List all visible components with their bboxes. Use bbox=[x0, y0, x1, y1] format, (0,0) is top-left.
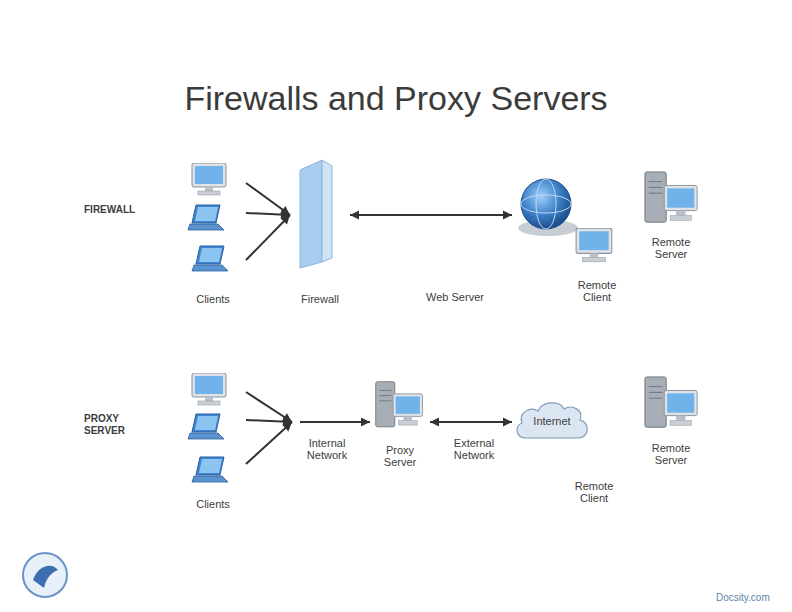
node-label: Clients bbox=[183, 293, 243, 305]
node-label: Remote Client bbox=[575, 279, 620, 303]
internet-cloud: Internet bbox=[512, 396, 592, 446]
connector bbox=[430, 418, 512, 427]
edge-label: External Network bbox=[444, 437, 504, 461]
proxy-server: Proxy Server bbox=[370, 378, 430, 468]
edge-label: Internal Network bbox=[298, 437, 356, 461]
arrow-head bbox=[282, 413, 370, 431]
node-label: Remote Client bbox=[572, 480, 617, 504]
client-group: Clients bbox=[180, 370, 246, 510]
laptop-icon bbox=[192, 246, 228, 271]
node-label: Remote Server bbox=[646, 236, 696, 260]
node-label: Remote Server bbox=[646, 442, 696, 466]
connector bbox=[246, 183, 290, 260]
logo-ring bbox=[23, 553, 67, 597]
remote-server: Remote Server bbox=[636, 374, 706, 466]
desktop-icon bbox=[192, 373, 226, 405]
laptop-icon bbox=[188, 205, 224, 230]
connector-line bbox=[246, 392, 370, 464]
server-icon bbox=[645, 172, 697, 222]
desktop-icon bbox=[576, 228, 612, 262]
globe-ring bbox=[521, 195, 571, 213]
watermark: Docsity.com bbox=[716, 592, 786, 603]
row-label: PROXY SERVER bbox=[84, 413, 136, 437]
node-label: Clients bbox=[183, 498, 243, 510]
connector-line bbox=[246, 183, 290, 260]
node-label: Proxy Server bbox=[378, 444, 423, 468]
firewall-slab bbox=[300, 160, 322, 268]
desktop-icon bbox=[192, 163, 226, 195]
connector bbox=[246, 392, 370, 464]
connector bbox=[350, 211, 512, 220]
remote-server: Remote Server bbox=[636, 168, 706, 260]
globe-icon bbox=[521, 179, 571, 229]
connector-line bbox=[430, 421, 512, 423]
remote-client: Remote Client bbox=[512, 178, 632, 303]
globe-ring bbox=[536, 179, 556, 229]
firewall-side bbox=[322, 160, 332, 262]
arrow-head bbox=[350, 211, 512, 220]
cloud-shape bbox=[517, 403, 587, 438]
logo-shape bbox=[33, 566, 58, 588]
client-group: Clients bbox=[180, 160, 246, 305]
row-label: FIREWALL bbox=[84, 204, 154, 216]
laptop-icon bbox=[188, 414, 224, 439]
connector-line bbox=[350, 214, 512, 216]
arrow-head bbox=[280, 206, 290, 225]
node-label: Internet bbox=[517, 415, 587, 427]
slide-title: Firewalls and Proxy Servers bbox=[0, 78, 792, 118]
arrow-head bbox=[430, 418, 512, 427]
remote-client: Remote Client bbox=[555, 432, 633, 504]
edge-label: Web Server bbox=[415, 291, 495, 303]
server-icon bbox=[376, 382, 423, 427]
laptop-icon bbox=[192, 457, 228, 482]
firewall-node: Firewall bbox=[290, 160, 350, 305]
node-label: Firewall bbox=[290, 293, 350, 305]
server-icon bbox=[645, 377, 697, 427]
